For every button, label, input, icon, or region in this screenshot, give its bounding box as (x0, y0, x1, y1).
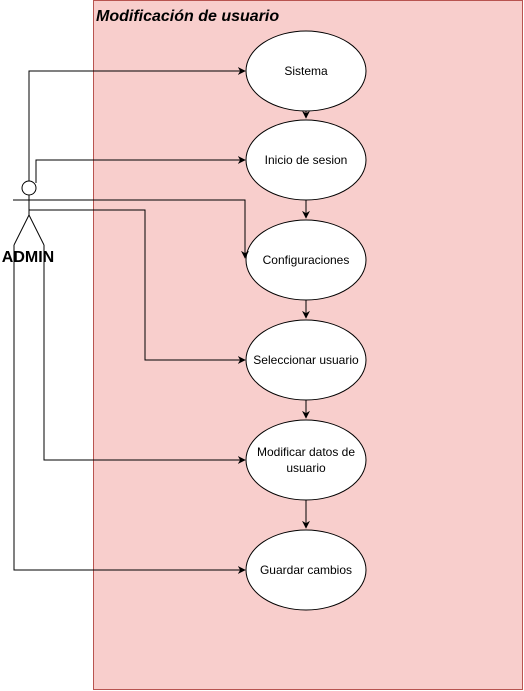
use-case-guardar-cambios[interactable]: Guardar cambios (245, 529, 367, 611)
actor-label: ADMIN (2, 249, 54, 266)
actor-admin[interactable]: ADMIN (2, 180, 54, 266)
association-actor-to-seleccionar-usuario (29, 209, 246, 364)
boundary-title: Modificación de usuario (96, 8, 279, 25)
use-case-label: Configuraciones (263, 253, 350, 267)
association-actor-to-modificar-datos (43, 245, 246, 464)
use-case-ellipse (245, 419, 367, 501)
use-case-ellipse (245, 529, 367, 611)
actor-left-leg (13, 214, 30, 246)
use-case-modificar-datos-de-usuario[interactable]: Modificar datos de usuario (245, 419, 367, 501)
use-case-seleccionar-usuario[interactable]: Seleccionar usuario (245, 319, 367, 401)
use-case-configuraciones[interactable]: Configuraciones (245, 219, 367, 301)
association-actor-to-configuraciones (45, 199, 249, 259)
use-case-inicio-de-sesion[interactable]: Inicio de sesion (245, 119, 367, 201)
use-case-label: Sistema (284, 64, 328, 78)
association-actor-to-sistema (28, 67, 246, 181)
use-case-label: Modificar datos de (257, 445, 355, 459)
association-actor-to-inicio-de-sesion (35, 156, 246, 183)
actor-right-leg (28, 214, 45, 246)
use-case-label: Inicio de sesion (265, 153, 348, 167)
association-actor-to-guardar-cambios (13, 245, 246, 574)
use-case-label: Guardar cambios (260, 563, 352, 577)
actor-head (21, 180, 37, 196)
use-case-label-line-2: usuario (286, 461, 326, 475)
use-case-label: Seleccionar usuario (253, 353, 359, 367)
use-case-sistema[interactable]: Sistema (245, 30, 367, 112)
